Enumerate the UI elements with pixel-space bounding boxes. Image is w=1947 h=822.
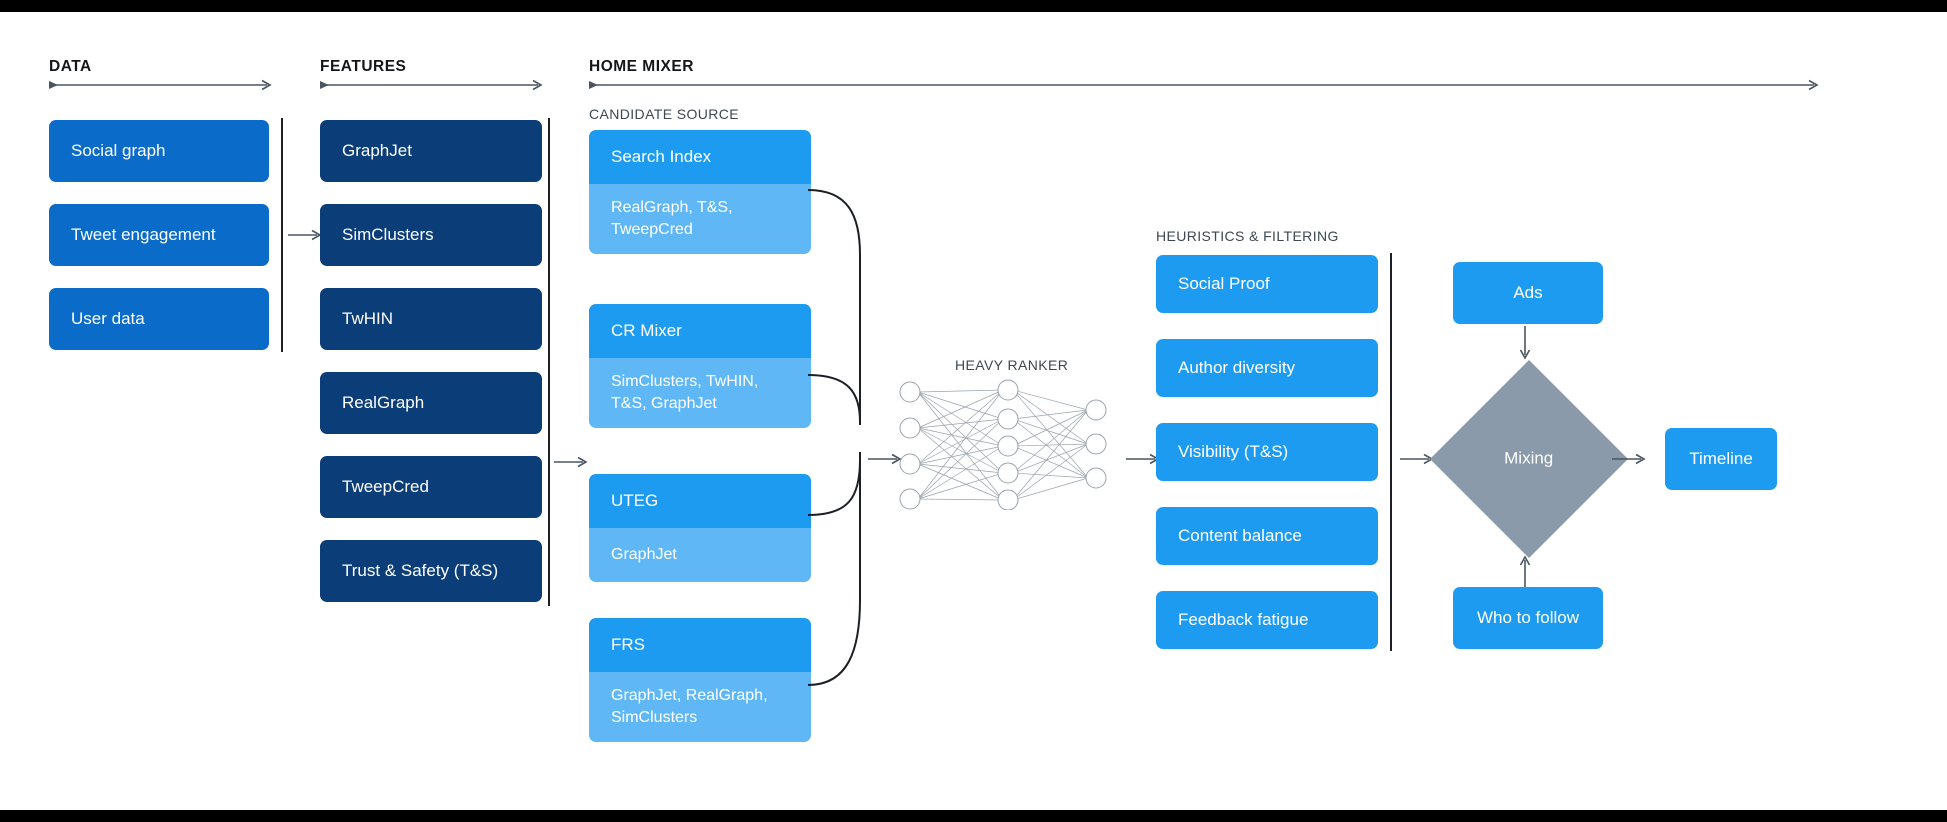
feature-box-twhin[interactable]: TwHIN	[320, 288, 542, 350]
feature-box-label: GraphJet	[342, 140, 412, 160]
candidate-source-group-frs[interactable]: FRS GraphJet, RealGraph, SimClusters	[589, 618, 811, 742]
heuristic-box-label: Visibility (T&S)	[1178, 441, 1289, 461]
feature-box-label: TweepCred	[342, 476, 429, 496]
candidate-source-name: FRS	[589, 618, 811, 672]
subsection-title-heavy-ranker: HEAVY RANKER	[955, 357, 1069, 373]
data-box-label: Social graph	[71, 140, 166, 160]
arrow-features-to-candidate-source	[554, 455, 590, 469]
divider-data-features	[281, 118, 283, 352]
candidate-source-name: UTEG	[589, 474, 811, 528]
axis-arrow-home-mixer	[589, 78, 1821, 91]
section-title-home-mixer: HOME MIXER	[589, 58, 694, 75]
feature-box-label: RealGraph	[342, 392, 425, 412]
connector-candidate-sources-to-ranker	[807, 160, 878, 720]
heuristic-box-content-balance[interactable]: Content balance	[1156, 507, 1378, 565]
data-box-social-graph[interactable]: Social graph	[49, 120, 269, 182]
feature-box-trust-safety[interactable]: Trust & Safety (T&S)	[320, 540, 542, 602]
data-box-label: Tweet engagement	[71, 224, 216, 244]
candidate-source-features: RealGraph, T&S, TweepCred	[589, 184, 811, 254]
candidate-source-name: CR Mixer	[589, 304, 811, 358]
candidate-source-features: SimClusters, TwHIN, T&S, GraphJet	[589, 358, 811, 428]
divider-features-home-mixer	[548, 118, 550, 606]
heuristic-box-label: Social Proof	[1178, 273, 1270, 293]
feature-box-graphjet[interactable]: GraphJet	[320, 120, 542, 182]
data-box-tweet-engagement[interactable]: Tweet engagement	[49, 204, 269, 266]
feature-box-tweepcred[interactable]: TweepCred	[320, 456, 542, 518]
candidate-source-group-search-index[interactable]: Search Index RealGraph, T&S, TweepCred	[589, 130, 811, 254]
mixing-label: Mixing	[1504, 449, 1554, 468]
section-title-data: DATA	[49, 58, 92, 75]
heuristic-box-label: Author diversity	[1178, 357, 1296, 377]
axis-arrow-data	[49, 78, 274, 91]
heavy-ranker-neural-network	[898, 378, 1108, 510]
candidate-source-group-cr-mixer[interactable]: CR Mixer SimClusters, TwHIN, T&S, GraphJ…	[589, 304, 811, 428]
axis-arrow-features	[320, 78, 545, 91]
feature-box-simclusters[interactable]: SimClusters	[320, 204, 542, 266]
candidate-source-features: GraphJet, RealGraph, SimClusters	[589, 672, 811, 742]
arrow-who-to-follow-to-mixing	[1518, 554, 1532, 590]
output-box-label: Ads	[1513, 282, 1543, 302]
data-box-user-data[interactable]: User data	[49, 288, 269, 350]
heuristic-box-label: Content balance	[1178, 525, 1302, 545]
subsection-title-candidate-source: CANDIDATE SOURCE	[589, 106, 740, 122]
mixing-diamond[interactable]: Mixing	[1430, 360, 1628, 558]
output-box-label: Who to follow	[1476, 607, 1580, 627]
divider-heuristics-mixing	[1390, 253, 1392, 651]
heuristic-box-feedback-fatigue[interactable]: Feedback fatigue	[1156, 591, 1378, 649]
section-title-features: FEATURES	[320, 58, 407, 75]
output-box-ads[interactable]: Ads	[1453, 262, 1603, 324]
top-black-bar	[0, 0, 1947, 12]
heuristic-box-label: Feedback fatigue	[1178, 609, 1309, 629]
arrow-data-to-features	[288, 228, 324, 242]
candidate-source-name: Search Index	[589, 130, 811, 184]
output-box-who-to-follow[interactable]: Who to follow	[1453, 587, 1603, 649]
heuristic-box-visibility[interactable]: Visibility (T&S)	[1156, 423, 1378, 481]
data-box-label: User data	[71, 308, 145, 328]
output-box-timeline[interactable]: Timeline	[1665, 428, 1777, 490]
heuristic-box-social-proof[interactable]: Social Proof	[1156, 255, 1378, 313]
feature-box-label: Trust & Safety (T&S)	[342, 560, 499, 580]
feature-box-realgraph[interactable]: RealGraph	[320, 372, 542, 434]
heuristic-box-author-diversity[interactable]: Author diversity	[1156, 339, 1378, 397]
subsection-title-heuristics: HEURISTICS & FILTERING	[1156, 228, 1339, 244]
candidate-source-group-uteg[interactable]: UTEG GraphJet	[589, 474, 811, 582]
output-box-label: Timeline	[1689, 448, 1753, 468]
feature-box-label: TwHIN	[342, 308, 393, 328]
candidate-source-features: GraphJet	[589, 528, 811, 582]
arrow-ads-to-mixing	[1518, 326, 1532, 362]
feature-box-label: SimClusters	[342, 224, 434, 244]
bottom-black-bar	[0, 810, 1947, 822]
